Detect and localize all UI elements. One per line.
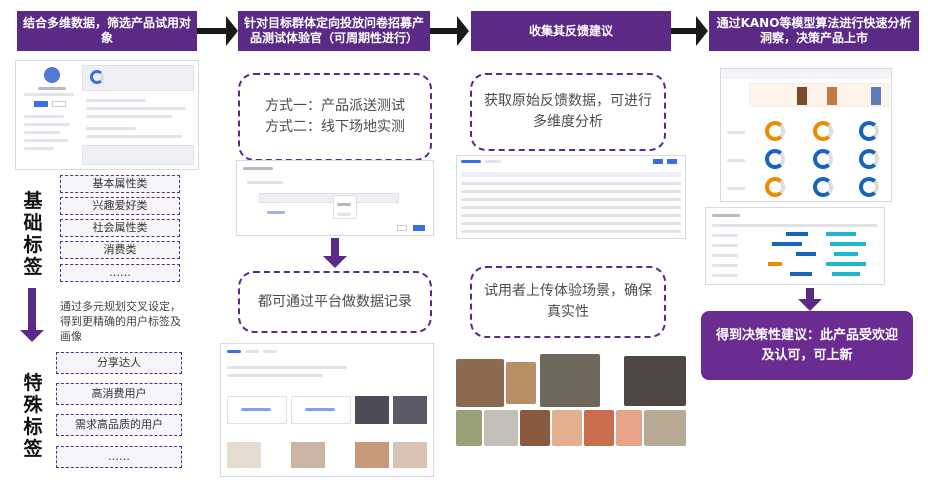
tag-arrow-stem xyxy=(28,288,36,330)
kano-ring xyxy=(859,121,879,141)
special-tag-label-char-3: 标 xyxy=(23,416,43,438)
scene-photo xyxy=(540,354,600,407)
kano-ring xyxy=(813,177,833,197)
step-2-header: 针对目标群体定向投放问卷招募产品测试体验官（可周期性进行） xyxy=(238,11,430,51)
basic-tag-item: 基本属性类 xyxy=(60,175,180,193)
step-arrow-1 xyxy=(226,16,238,46)
scene-photo xyxy=(484,410,518,446)
step-arrow-1-tail xyxy=(197,28,227,34)
scene-photo xyxy=(616,410,642,446)
basic-tag-label-char-4: 签 xyxy=(23,256,43,278)
feedback-table-screenshot xyxy=(456,155,686,239)
special-tag-label-char-2: 殊 xyxy=(23,394,43,416)
method-callout: 方式一：产品派送测试 方式二：线下场地实测 xyxy=(238,73,432,161)
tag-arrow-head xyxy=(20,330,44,342)
record-arrow-stem xyxy=(331,238,339,256)
record-arrow-head xyxy=(323,256,347,268)
special-tag-item: …… xyxy=(56,446,182,468)
scene-callout: 试用者上传体验场景，确保真实性 xyxy=(470,266,666,338)
scene-photo xyxy=(644,410,686,446)
step-arrow-3-tail xyxy=(671,28,697,34)
kano-ring xyxy=(813,121,833,141)
result-arrow-stem xyxy=(806,288,814,300)
step-1-header: 结合多维数据，筛选产品试用对象 xyxy=(17,11,197,51)
step-3-header: 收集其反馈建议 xyxy=(471,11,671,51)
basic-tag-item: 兴趣爱好类 xyxy=(60,197,180,215)
basic-tag-label-char-2: 础 xyxy=(23,212,43,234)
special-tag-item: 高消费用户 xyxy=(56,383,182,405)
basic-tag-item: 社会属性类 xyxy=(60,219,180,237)
special-tag-label-char-4: 签 xyxy=(23,438,43,460)
kano-ring xyxy=(813,149,833,169)
basic-tag-label-char-3: 标 xyxy=(23,234,43,256)
avatar xyxy=(44,67,60,83)
step-4-header: 通过KANO等模型算法进行快速分析洞察，决策产品上市 xyxy=(709,11,919,51)
platform-records-screenshot xyxy=(220,343,434,477)
step-arrow-2-tail xyxy=(430,28,458,34)
scene-photo xyxy=(456,410,482,446)
result-arrow-head xyxy=(798,299,822,311)
feedback-callout: 获取原始反馈数据，可进行多维度分析 xyxy=(470,73,666,151)
basic-tag-label-char-1: 基 xyxy=(23,190,43,212)
kano-ring xyxy=(765,177,785,197)
step-arrow-3 xyxy=(696,16,708,46)
questionnaire-dialog-screenshot xyxy=(236,160,434,236)
planning-note: 通过多元规划交叉设定，得到更精确的用户标签及画像 xyxy=(60,300,181,343)
basic-tag-item: …… xyxy=(60,264,180,282)
step-arrow-2 xyxy=(457,16,469,46)
user-profile-screenshot xyxy=(15,60,199,170)
scene-photo xyxy=(520,410,550,446)
scene-photo xyxy=(456,359,504,407)
special-tag-item: 需求高品质的用户 xyxy=(56,414,182,436)
special-tag-label-char-1: 特 xyxy=(23,372,43,394)
scene-photo xyxy=(624,356,686,406)
scene-photo xyxy=(506,362,536,404)
basic-tag-item: 消费类 xyxy=(60,241,180,259)
scene-photo xyxy=(552,410,582,446)
kano-ring xyxy=(859,149,879,169)
kano-ring xyxy=(859,177,879,197)
attribute-analysis-screenshot xyxy=(705,207,885,285)
kano-dashboard-screenshot xyxy=(720,68,892,202)
special-tag-item: 分享达人 xyxy=(56,352,182,374)
result-box: 得到决策性建议：此产品受欢迎及认可，可上新 xyxy=(701,311,913,380)
scene-photo xyxy=(584,410,614,446)
record-callout: 都可通过平台做数据记录 xyxy=(238,271,432,333)
kano-ring xyxy=(765,121,785,141)
kano-ring xyxy=(765,149,785,169)
